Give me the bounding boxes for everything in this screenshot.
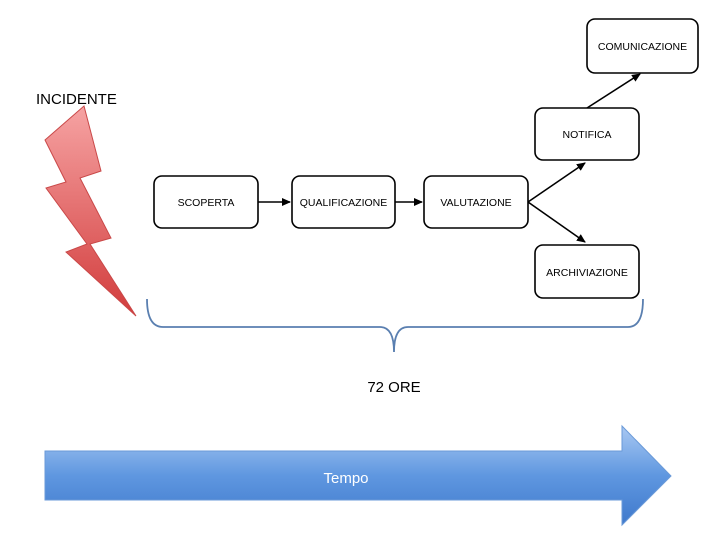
arrow-evaluation-to-notification [527,162,586,203]
step-notification-box: NOTIFICA [534,107,640,161]
incident-label: INCIDENTE [36,91,117,108]
step-archiving-label: ARCHIVIAZIONE [546,267,628,279]
step-notification-label: NOTIFICA [563,129,612,141]
step-communication-label: COMUNICAZIONE [598,41,687,53]
duration-brace [146,298,644,353]
step-qualification-box: QUALIFICAZIONE [291,175,396,229]
step-evaluation-box: VALUTAZIONE [423,175,529,229]
step-communication-box: COMUNICAZIONE [586,18,699,74]
lightning-bolt-icon [44,105,137,317]
step-archiving-box: ARCHIVIAZIONE [534,244,640,299]
step-qualification-label: QUALIFICAZIONE [300,197,388,209]
step-evaluation-label: VALUTAZIONE [440,197,511,209]
arrow-notification-to-communication [586,73,641,109]
timeline-arrow [44,424,672,527]
step-discovery-box: SCOPERTA [153,175,259,229]
step-discovery-label: SCOPERTA [178,197,235,209]
timeline-label: Tempo [323,470,368,487]
arrow-evaluation-to-archiving [527,201,586,243]
duration-label: 72 ORE [367,379,420,396]
